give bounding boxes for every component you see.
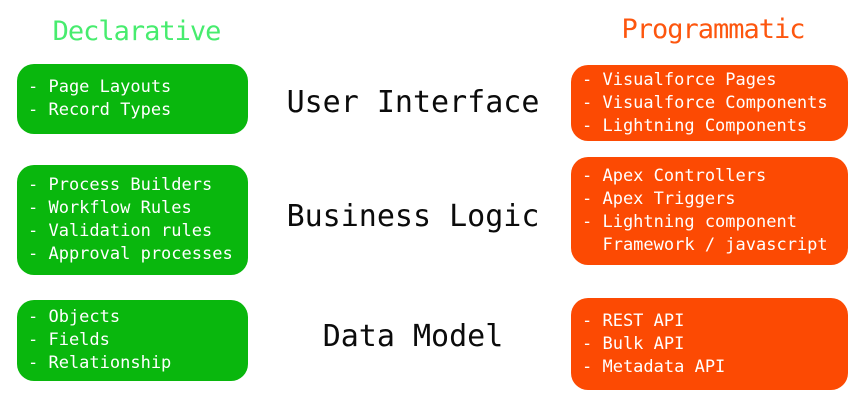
- row-label-business-logic: Business Logic: [286, 199, 540, 234]
- list-item: - Record Types: [28, 100, 172, 120]
- list-item: - Fields: [28, 330, 110, 350]
- list-item: - Apex Triggers: [582, 189, 736, 209]
- list-item: Framework / javascript: [582, 235, 828, 255]
- list-item: - Relationship: [28, 353, 172, 373]
- list-item: - Metadata API: [582, 356, 726, 377]
- row-label-data-model: Data Model: [322, 319, 504, 354]
- declarative-data-model-box: - Objects - Fields - Relationship: [17, 300, 248, 381]
- list-item: - Apex Controllers: [582, 166, 767, 186]
- programmatic-data-model-box: - REST API - Bulk API - Metadata API: [571, 298, 848, 390]
- list-item: - Visualforce Components: [582, 92, 828, 113]
- list-item: - Visualforce Pages: [582, 69, 777, 90]
- list-item: - Objects: [28, 307, 121, 327]
- list-item: - Page Layouts: [28, 77, 172, 97]
- declarative-business-logic-box: - Process Builders - Workflow Rules - Va…: [17, 165, 248, 275]
- row-label-user-interface: User Interface: [286, 85, 540, 120]
- list-item: - Validation rules: [28, 221, 213, 241]
- declarative-column-title: Declarative: [52, 16, 222, 47]
- programmatic-business-logic-box: - Apex Controllers - Apex Triggers - Lig…: [571, 157, 848, 265]
- list-item: - Process Builders: [28, 175, 213, 195]
- programmatic-column-title: Programmatic: [621, 14, 805, 45]
- list-item: - Approval processes: [28, 244, 233, 264]
- declarative-user-interface-box: - Page Layouts - Record Types: [17, 64, 248, 134]
- list-item: - Lightning Components: [582, 115, 808, 136]
- list-item: - Lightning component: [582, 212, 797, 232]
- programmatic-user-interface-box: - Visualforce Pages - Visualforce Compon…: [571, 65, 848, 141]
- list-item: - REST API: [582, 310, 685, 331]
- list-item: - Bulk API: [582, 333, 685, 354]
- list-item: - Workflow Rules: [28, 198, 192, 218]
